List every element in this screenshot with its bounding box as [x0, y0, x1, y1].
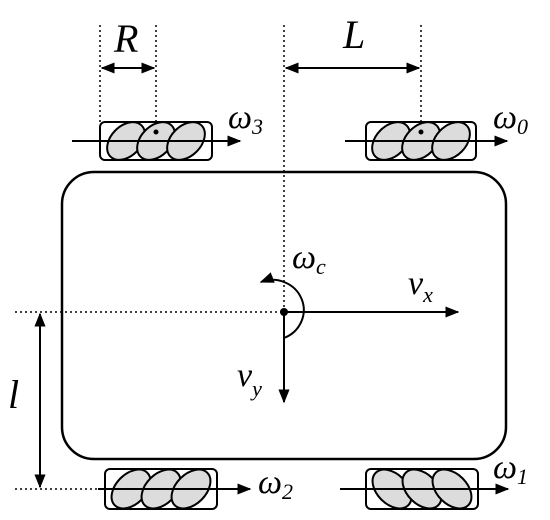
- vy-label: vy: [237, 357, 262, 401]
- vx-label: vx: [408, 265, 433, 307]
- omega-1-label: ω1: [493, 449, 528, 489]
- omega-3-label: ω3: [228, 99, 263, 139]
- big-l-label: L: [342, 12, 365, 57]
- omega-2-label: ω2: [258, 464, 293, 504]
- wheel-2: [104, 468, 218, 510]
- omega-c-label: ωc: [292, 239, 326, 279]
- omega-0-label: ω0: [493, 99, 528, 139]
- small-l-label: l: [8, 372, 19, 417]
- r-label: R: [113, 16, 138, 61]
- omega-c-rotation-arrow: [259, 272, 305, 339]
